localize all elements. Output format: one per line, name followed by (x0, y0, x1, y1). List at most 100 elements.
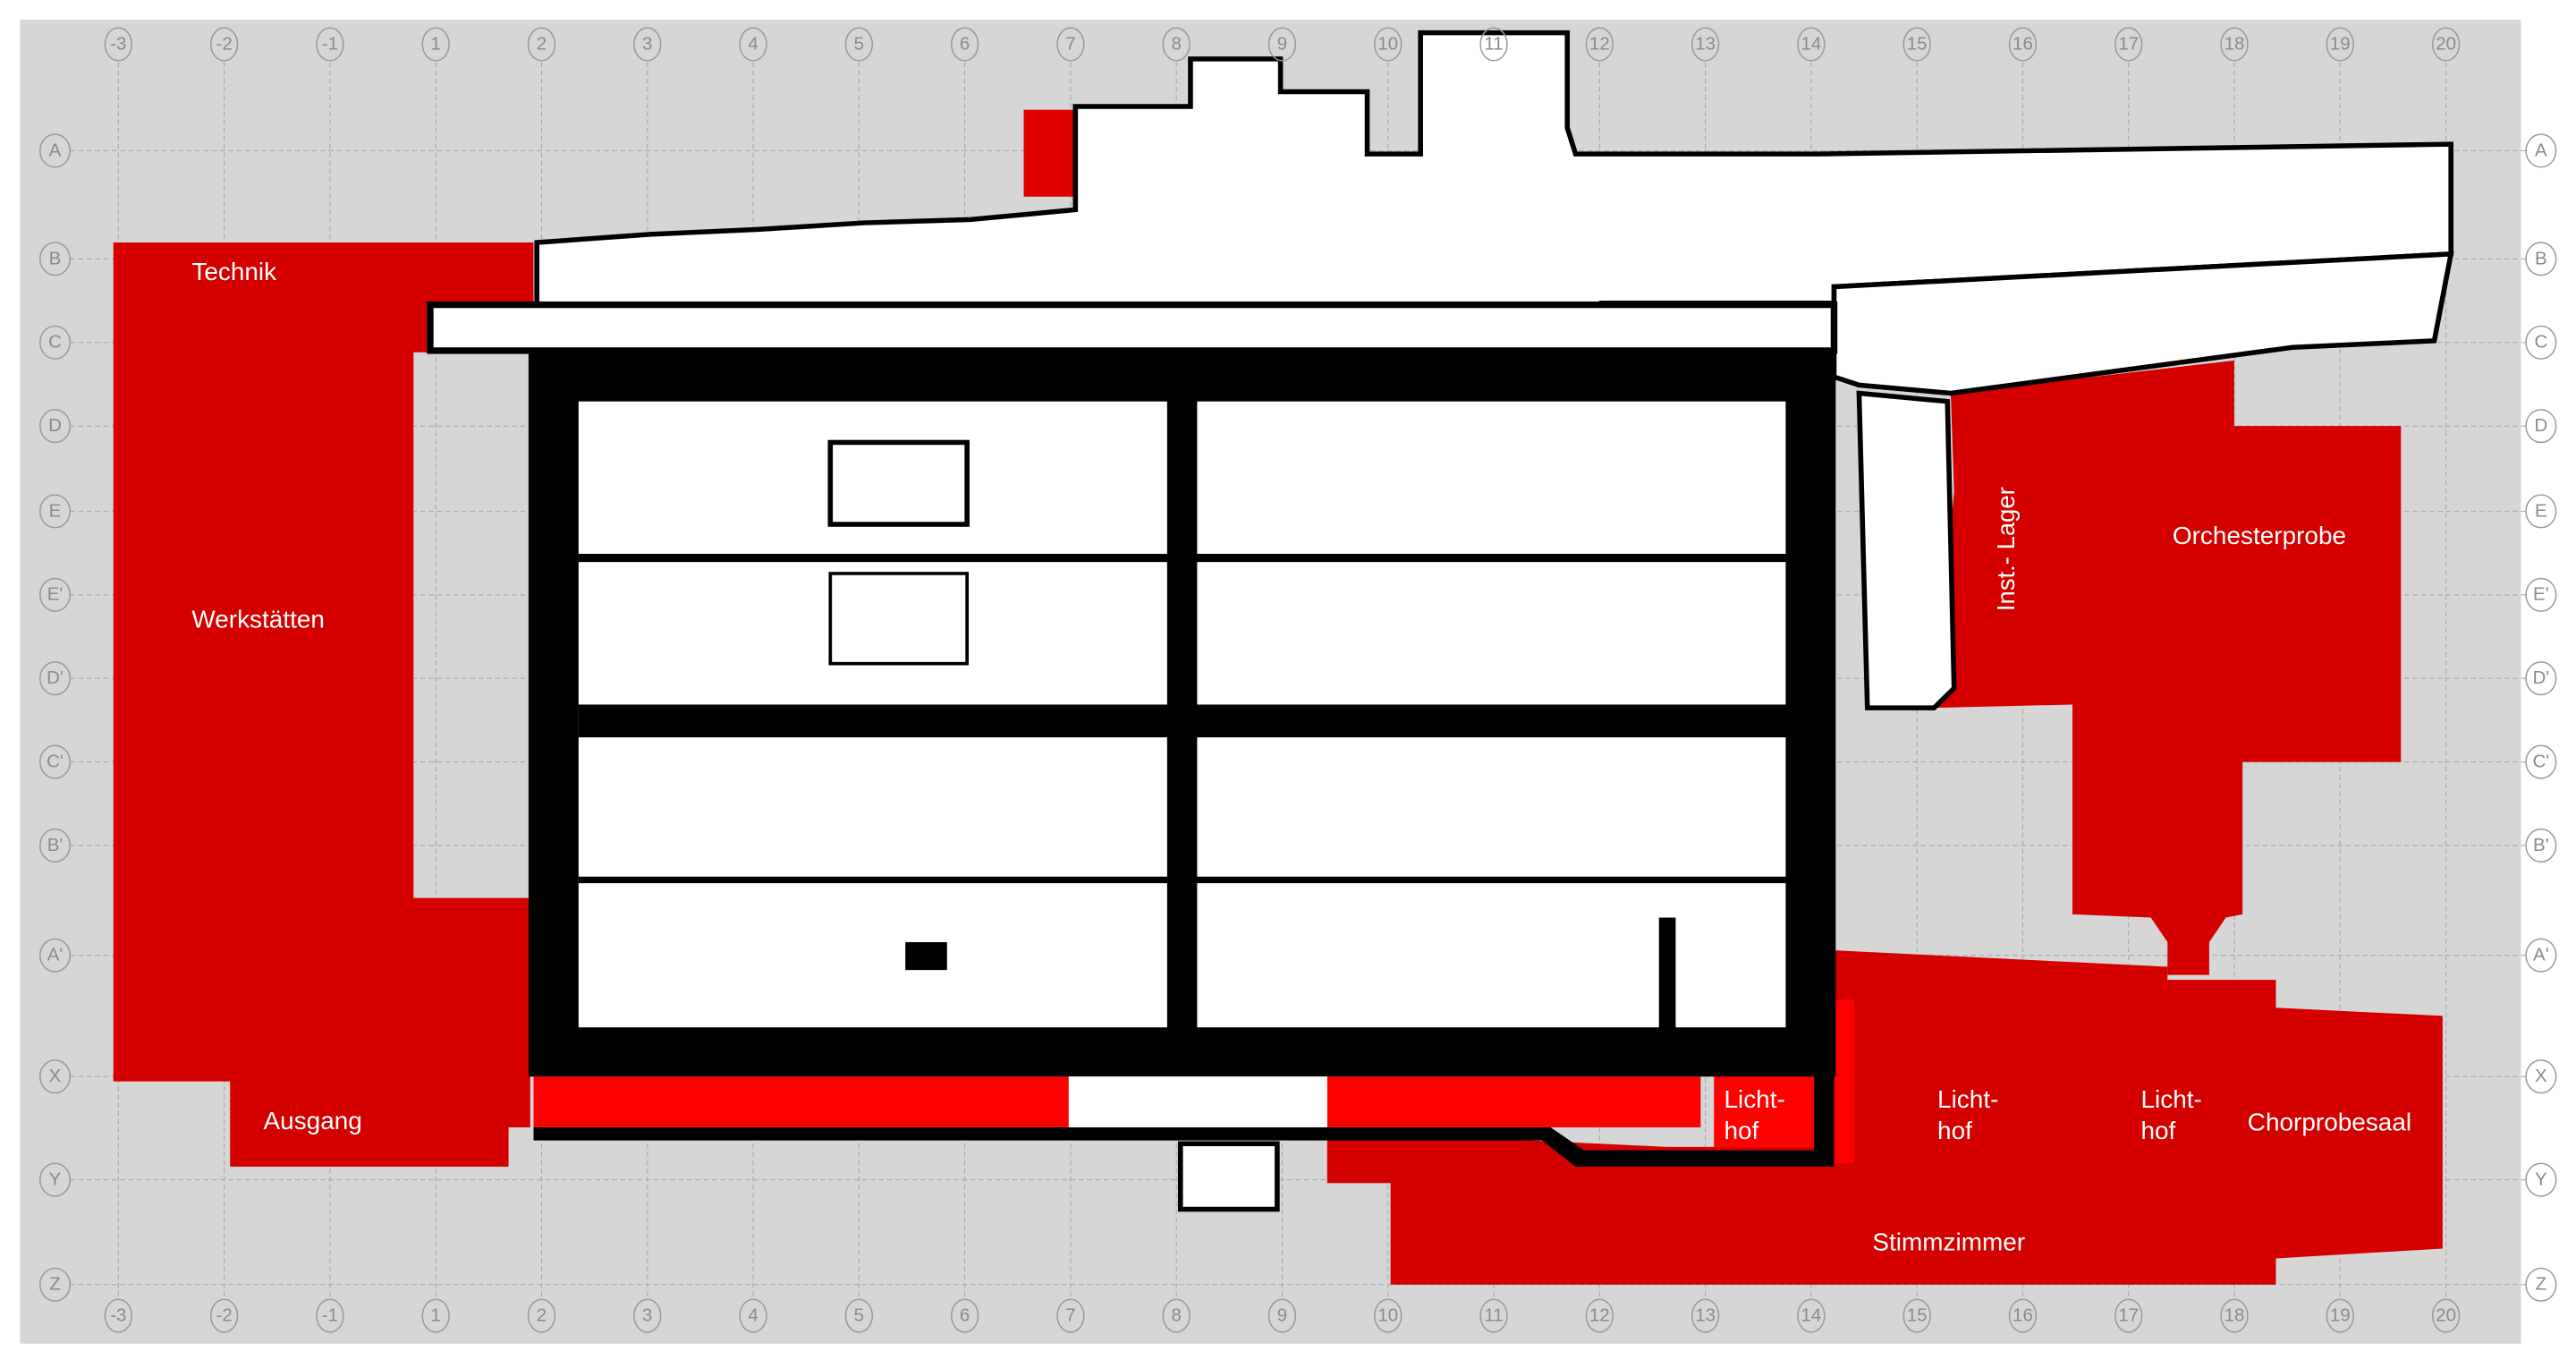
grid-column-label: 9 (1277, 1306, 1287, 1326)
grid-column-label: 15 (1907, 35, 1928, 55)
grid-column-bubble (527, 27, 556, 62)
grid-row-bubble (38, 1059, 72, 1094)
grid-row-label: A' (47, 946, 64, 965)
grid-row-label: E' (2533, 585, 2549, 605)
grid-column-bubble (1797, 1298, 1826, 1333)
grid-column-label: 1 (431, 1306, 441, 1326)
grid-column-bubble (950, 27, 979, 62)
grid-column-bubble (2008, 1298, 2038, 1333)
corridor-north (427, 301, 1838, 354)
building (427, 30, 2454, 1212)
area-stimmzimmer-chorprobesaal (1326, 950, 2443, 1285)
grid-row-label: C (2534, 333, 2547, 353)
grid-column-bubble (2326, 1298, 2354, 1333)
grid-row-bubble (38, 133, 72, 168)
grid-column-label: 12 (1589, 35, 1610, 55)
grid-column-label: 17 (2118, 1306, 2139, 1326)
grid-column-label: 20 (2436, 1306, 2456, 1326)
grid-column-label: 2 (537, 1306, 547, 1326)
label-lichthof-1a: Licht- (1724, 1085, 1784, 1113)
grid-column-label: 7 (1065, 1306, 1075, 1326)
grid-column-label: 6 (960, 35, 970, 55)
grid-column-bubble (2220, 1298, 2249, 1333)
grid-column-bubble (2326, 27, 2354, 62)
grid-column-bubble (2114, 27, 2143, 62)
grid-column-label: -1 (322, 35, 338, 55)
grid-column-bubble (739, 27, 767, 62)
label-technik: Technik (191, 258, 276, 285)
grid-column-label: 11 (1484, 35, 1503, 55)
grid-row-bubble (2525, 744, 2557, 779)
area-corridor-east (1326, 1076, 1701, 1127)
south-annex (1177, 1141, 1280, 1212)
grid-row-bubble (2525, 494, 2557, 529)
grid-column-bubble (1797, 27, 1826, 62)
area-labels: Technik Werkstätten Ausgang Inst.- Lager… (191, 258, 2411, 1255)
grid-column-bubble (2220, 27, 2249, 62)
grid-column-label: -3 (110, 1306, 126, 1326)
grid-column-bubble (633, 27, 662, 62)
grid-column-bubble (1374, 27, 1402, 62)
grid-column-bubble (1267, 1298, 1297, 1333)
grid-column-bubble (844, 1298, 873, 1333)
grid-column-label: 9 (1277, 35, 1287, 55)
label-inst-lager: Inst.- Lager (1992, 487, 2020, 611)
grid-column-label: 13 (1695, 1306, 1716, 1326)
area-orchesterprobe (1934, 360, 2402, 975)
grid-column-label: 20 (2436, 35, 2456, 55)
grid-column-bubble (633, 1298, 662, 1333)
grid-row-label: B' (2533, 836, 2549, 855)
grid-column-label: 19 (2330, 1306, 2351, 1326)
room-b (828, 572, 970, 666)
grid-row-label: D (2534, 416, 2547, 436)
grid-row-bubble (38, 1267, 72, 1302)
area-lichthof-1 (1714, 1073, 1815, 1147)
grid-column-label: 18 (2224, 35, 2245, 55)
grid-column-bubble (1162, 1298, 1191, 1333)
wall-v-east (1658, 917, 1676, 1066)
room-a (827, 439, 970, 527)
area-technik-werkstaetten (113, 242, 534, 1167)
grid-column-label: 14 (1801, 35, 1822, 55)
south-corridor (1068, 1076, 1327, 1127)
grid-row-label: Z (49, 1275, 61, 1295)
label-lichthof-3b: hof (2140, 1117, 2175, 1144)
grid-column-bubble (2114, 1298, 2143, 1333)
grid-column-label: 5 (854, 35, 864, 55)
grid-column-label: 18 (2224, 1306, 2245, 1326)
grid-row-label: C' (47, 752, 64, 772)
grid-column-bubble (316, 1298, 344, 1333)
grid-column-label: 2 (537, 35, 547, 55)
grid-row-bubble (2525, 661, 2557, 696)
grid-row-label: B (49, 249, 62, 268)
grid-column-bubble (844, 27, 873, 62)
grid-column-label: -2 (216, 35, 233, 55)
label-lichthof-1b: hof (1724, 1117, 1758, 1144)
grid-column-bubble (1690, 27, 1720, 62)
grid-column-bubble (1162, 27, 1191, 62)
label-ausgang: Ausgang (264, 1107, 362, 1135)
grid-column-bubble (1902, 1298, 1931, 1333)
grid-column-bubble (209, 1298, 239, 1333)
grid-column-label: -2 (216, 1306, 233, 1326)
grid-row-label: Y (2535, 1170, 2547, 1190)
grid-column-label: 4 (748, 1306, 758, 1326)
grid-column-label: 10 (1377, 1306, 1398, 1326)
grid-column-bubble (1056, 27, 1085, 62)
grid-column-label: 1 (431, 35, 441, 55)
grid-column-bubble (1374, 1298, 1402, 1333)
label-orchesterprobe: Orchesterprobe (2173, 522, 2346, 549)
label-chorprobesaal: Chorprobesaal (2248, 1109, 2411, 1136)
grid-column-bubble (1479, 1298, 1508, 1333)
grid-row-label: E (2535, 501, 2547, 521)
grid-column-bubble (1690, 1298, 1720, 1333)
grid-column-bubble (1902, 27, 1931, 62)
grid-row-label: D (48, 416, 62, 436)
grid-row-label: C' (2532, 752, 2549, 772)
grid-column-label: 8 (1171, 35, 1181, 55)
east-wing (1831, 251, 2454, 396)
column-block (905, 942, 947, 971)
grid-row-bubble (38, 1162, 72, 1197)
label-lichthof-2a: Licht- (1937, 1085, 1998, 1113)
grid-row-bubble (2525, 1059, 2557, 1094)
